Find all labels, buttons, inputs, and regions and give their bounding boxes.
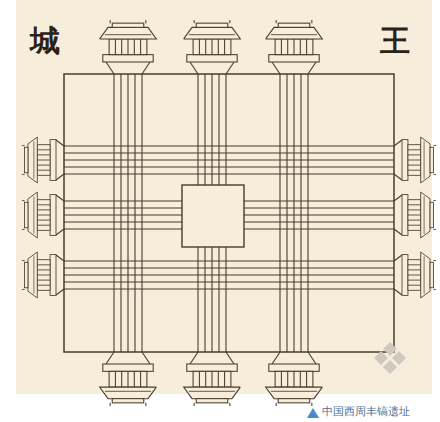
logo-petal — [383, 360, 397, 374]
gate-approach — [394, 140, 402, 146]
gate-approach — [142, 352, 150, 364]
road-line — [64, 260, 394, 261]
road-line — [64, 274, 394, 275]
gate-house — [22, 252, 56, 298]
gate-approach — [142, 62, 150, 74]
road-line — [64, 288, 394, 289]
road-line — [64, 173, 394, 174]
gate-approach — [226, 352, 234, 364]
road-line — [279, 74, 280, 352]
logo-petal — [392, 351, 406, 365]
logo-petal — [374, 351, 388, 365]
gate-approach — [394, 289, 402, 295]
road-line — [64, 166, 394, 167]
road-line — [113, 74, 114, 352]
gate-house — [184, 364, 241, 406]
gate-houses — [22, 20, 436, 406]
gate-approach — [56, 229, 64, 235]
gate-approach — [394, 229, 402, 235]
road-line — [307, 74, 308, 352]
gate-house — [402, 137, 436, 183]
gate-house — [100, 20, 157, 62]
title-character: 王 — [380, 26, 410, 56]
road-line — [141, 74, 142, 352]
gate-house — [266, 364, 323, 406]
road-line — [64, 152, 394, 153]
gate-approach — [56, 195, 64, 201]
gate-approach — [56, 140, 64, 146]
gate-house — [402, 192, 436, 238]
caption-marker — [307, 408, 319, 418]
gate-house — [402, 252, 436, 298]
watermark-logo — [374, 342, 406, 374]
road-line — [134, 74, 135, 352]
gate-house — [22, 137, 56, 183]
gate-approach — [394, 174, 402, 180]
gate-house — [22, 192, 56, 238]
palace-square — [182, 185, 244, 247]
gate-approach — [394, 255, 402, 261]
road-line — [120, 74, 121, 352]
gate-approach — [56, 289, 64, 295]
road-line — [293, 74, 294, 352]
road-line — [286, 74, 287, 352]
paper-ground — [16, 0, 432, 394]
gate-approach — [308, 352, 316, 364]
gate-house — [266, 20, 323, 62]
figure-caption: 中国西周丰镐遗址 — [322, 405, 410, 418]
gate-approach — [272, 62, 280, 74]
gate-house — [184, 20, 241, 62]
city-wall — [64, 74, 394, 352]
gate-approach — [190, 62, 198, 74]
gate-approach — [56, 174, 64, 180]
gate-approach — [226, 62, 234, 74]
logo-petal — [383, 342, 397, 356]
gate-approach — [308, 62, 316, 74]
road-line — [64, 145, 394, 146]
road-grid — [56, 62, 402, 364]
gate-approach — [190, 352, 198, 364]
gate-approach — [56, 255, 64, 261]
road-line — [64, 267, 394, 268]
gate-house — [100, 364, 157, 406]
gate-approach — [106, 352, 114, 364]
road-line — [127, 74, 128, 352]
title-character: 城 — [30, 26, 60, 56]
gate-approach — [394, 195, 402, 201]
road-line — [300, 74, 301, 352]
gate-approach — [272, 352, 280, 364]
gate-approach — [106, 62, 114, 74]
road-line — [64, 281, 394, 282]
road-line — [64, 159, 394, 160]
